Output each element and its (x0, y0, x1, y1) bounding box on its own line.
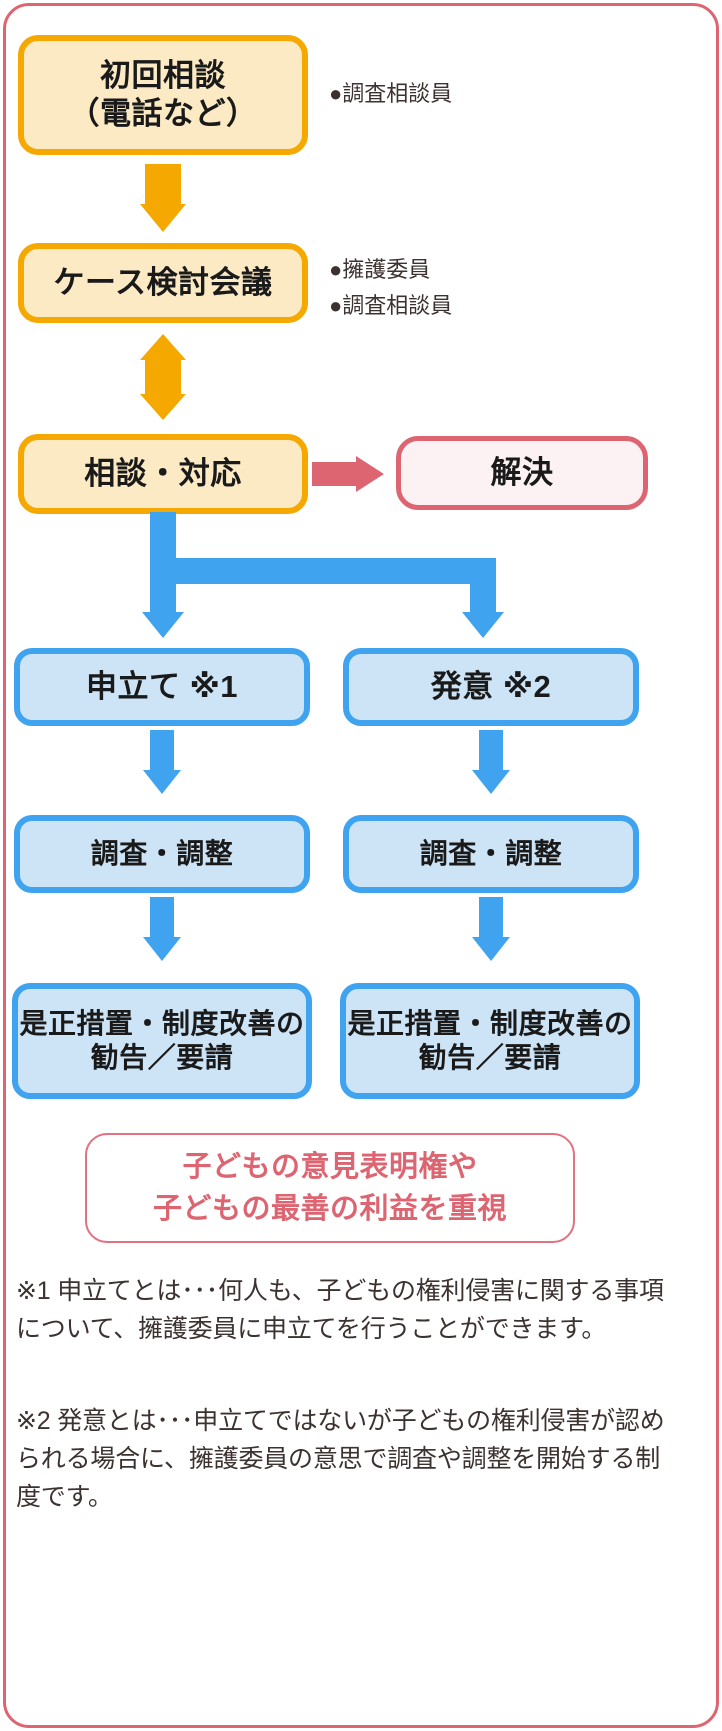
branch-left-arrow-head (142, 612, 184, 638)
node-petition[interactable]: 申立て ※1 (14, 648, 310, 726)
node-initial-consultation[interactable]: 初回相談 （電話など） (18, 35, 308, 155)
branch-bar-horizontal (150, 558, 496, 584)
arrow-head-initiative-to-investigation (472, 770, 510, 794)
arrow-shaft-meeting-response (145, 358, 181, 396)
branch-right-arrow-head (462, 612, 504, 638)
footnote-petition: ※1 申立てとは･･･何人も、子どもの権利侵害に関する事項について、擁護委員に申… (16, 1277, 664, 1343)
arrow-shaft-response-to-resolution (312, 462, 360, 486)
arrow-head-investigation-right-to-recommendation (472, 937, 510, 961)
arrow-shaft-investigation-right-to-recommendation (479, 897, 503, 941)
arrow-head-up-meeting (140, 334, 186, 360)
arrow-head-initial-to-meeting (140, 204, 186, 232)
arrow-shaft-initial-to-meeting (145, 164, 181, 206)
branch-left-shaft (150, 558, 176, 614)
roles-case-review-meeting: ●擁護委員 ●調査相談員 (329, 257, 453, 319)
node-recommendation-right[interactable]: 是正措置・制度改善の 勧告／要請 (340, 983, 640, 1099)
roles-initial-consultation: ●調査相談員 (329, 81, 453, 106)
branch-right-shaft (470, 558, 496, 614)
arrow-shaft-initiative-to-investigation (479, 730, 503, 774)
node-consultation-response[interactable]: 相談・対応 (18, 434, 308, 514)
node-initiative[interactable]: 発意 ※2 (343, 648, 639, 726)
arrow-head-investigation-left-to-recommendation (143, 937, 181, 961)
node-case-review-meeting[interactable]: ケース検討会議 (18, 243, 308, 323)
arrow-head-petition-to-investigation (143, 770, 181, 794)
arrow-head-down-response (140, 394, 186, 420)
node-emphasis-child-rights: 子どもの意見表明権や 子どもの最善の利益を重視 (85, 1133, 575, 1243)
footnote-initiative: ※2 発意とは･･･申立てではないが子どもの権利侵害が認められる場合に、擁護委員… (16, 1407, 665, 1511)
node-investigation-left[interactable]: 調査・調整 (14, 815, 310, 893)
arrow-shaft-investigation-left-to-recommendation (150, 897, 174, 941)
node-recommendation-left[interactable]: 是正措置・制度改善の 勧告／要請 (12, 983, 312, 1099)
arrow-head-response-to-resolution (356, 456, 384, 492)
node-investigation-right[interactable]: 調査・調整 (343, 815, 639, 893)
arrow-shaft-petition-to-investigation (150, 730, 174, 774)
node-resolution[interactable]: 解決 (396, 436, 648, 510)
